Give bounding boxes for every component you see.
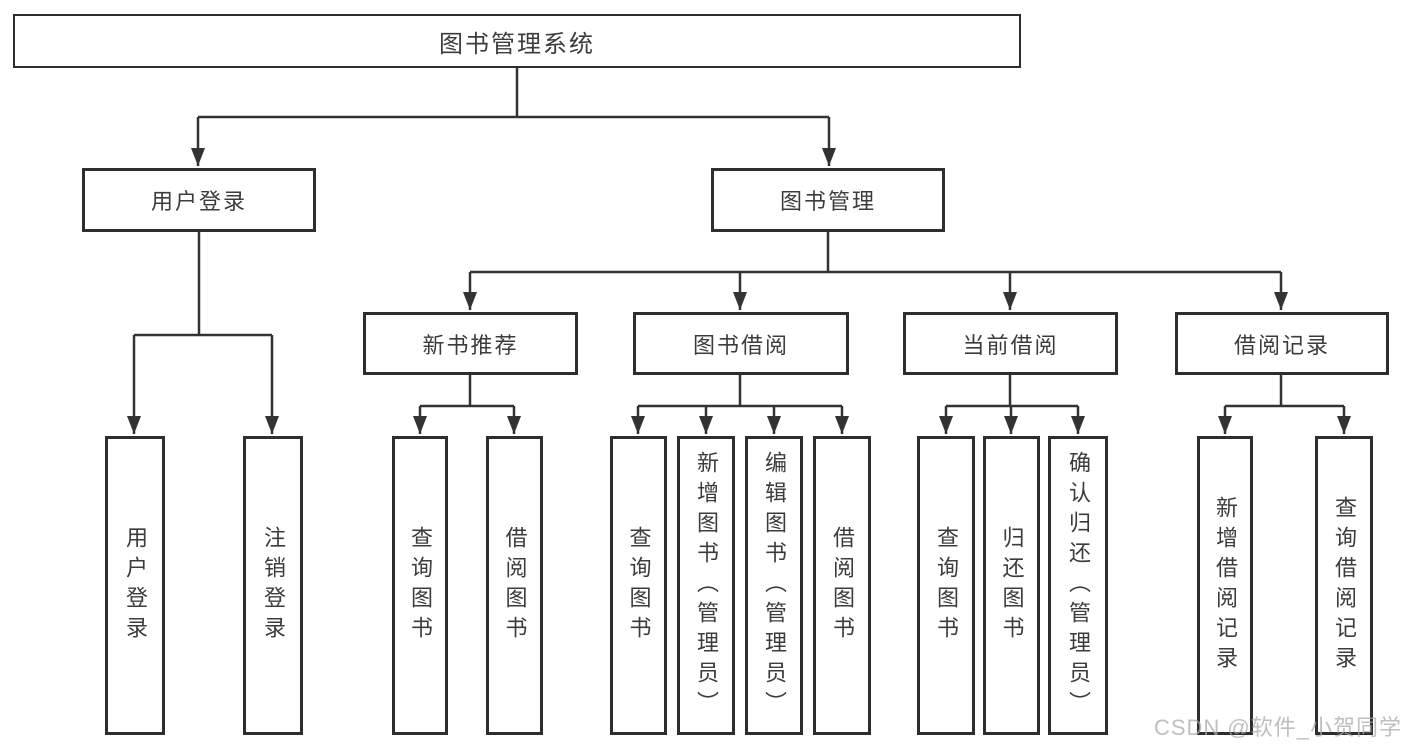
leaf-current-return-books-label: 归还图书 (999, 525, 1025, 646)
leaf-current-query-books: 查询图书 (917, 436, 975, 735)
node-root: 图书管理系统 (13, 14, 1021, 68)
leaf-records-query-record: 查询借阅记录 (1315, 436, 1373, 735)
leaf-recommend-query-books-label: 查询图书 (408, 525, 433, 646)
leaf-user-login-label: 用户登录 (123, 525, 148, 646)
node-current-borrow-label: 当前借阅 (962, 332, 1059, 358)
node-book-borrow: 图书借阅 (633, 312, 849, 375)
node-current-borrow: 当前借阅 (903, 312, 1118, 375)
node-new-book-recommend-label: 新书推荐 (422, 332, 519, 358)
node-borrow-records: 借阅记录 (1175, 312, 1389, 375)
node-root-label: 图书管理系统 (439, 30, 595, 58)
leaf-recommend-borrow-books-label: 借阅图书 (502, 525, 528, 646)
leaf-borrow-edit-books-admin-label: 编辑图书（管理员） (762, 450, 787, 721)
leaf-current-query-books-label: 查询图书 (934, 525, 959, 646)
leaf-records-add-record: 新增借阅记录 (1197, 436, 1253, 735)
leaf-borrow-add-books-admin-label: 新增图书（管理员） (694, 450, 719, 721)
csdn-watermark: CSDN @软件_小贺同学 (1153, 715, 1402, 740)
node-book-management: 图书管理 (711, 168, 945, 232)
leaf-user-login: 用户登录 (105, 436, 165, 735)
leaf-logout-label: 注销登录 (261, 525, 286, 646)
leaf-borrow-borrow-books: 借阅图书 (813, 436, 871, 735)
node-book-borrow-label: 图书借阅 (692, 332, 789, 358)
leaf-records-query-record-label: 查询借阅记录 (1332, 495, 1357, 676)
leaf-records-add-record-label: 新增借阅记录 (1213, 495, 1238, 676)
leaf-current-return-books: 归还图书 (983, 436, 1040, 735)
leaf-borrow-add-books-admin: 新增图书（管理员） (677, 436, 735, 735)
leaf-borrow-edit-books-admin: 编辑图书（管理员） (745, 436, 803, 735)
leaf-logout: 注销登录 (243, 436, 303, 735)
leaf-current-confirm-return-admin-label: 确认归还（管理员） (1066, 450, 1091, 721)
node-new-book-recommend: 新书推荐 (363, 312, 578, 375)
leaf-recommend-query-books: 查询图书 (392, 436, 448, 735)
node-user-login: 用户登录 (82, 168, 316, 232)
leaf-current-confirm-return-admin: 确认归还（管理员） (1048, 436, 1108, 735)
leaf-borrow-query-books-label: 查询图书 (626, 525, 652, 646)
leaf-borrow-query-books: 查询图书 (610, 436, 667, 735)
node-user-login-label: 用户登录 (150, 189, 247, 214)
node-borrow-records-label: 借阅记录 (1233, 332, 1330, 358)
node-book-management-label: 图书管理 (779, 189, 876, 214)
leaf-recommend-borrow-books: 借阅图书 (486, 436, 543, 735)
leaf-borrow-borrow-books-label: 借阅图书 (830, 525, 855, 646)
